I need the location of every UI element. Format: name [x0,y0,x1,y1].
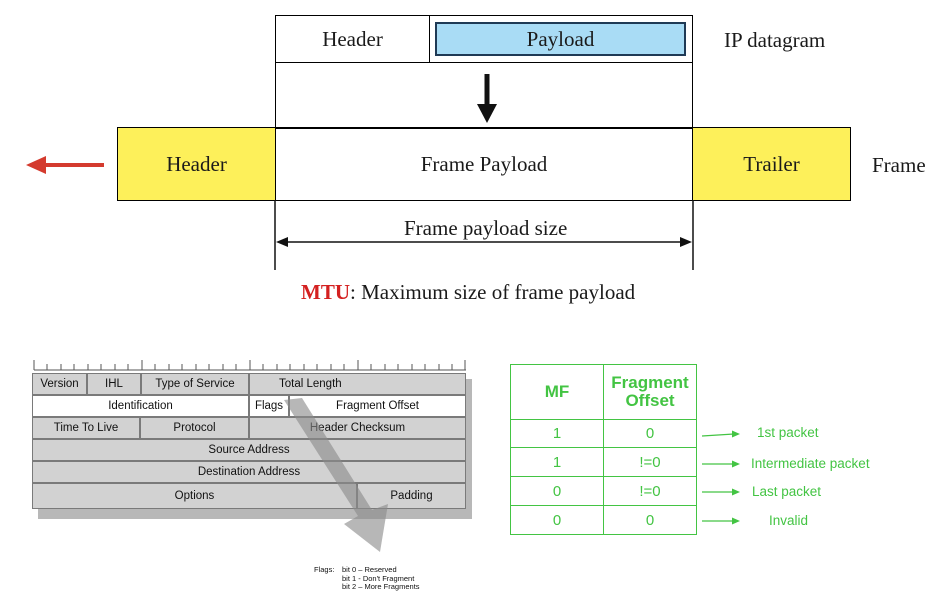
payload-size-label: Frame payload size [404,216,568,240]
fragment-row: 0 0 [510,505,697,535]
field-version: Version [32,373,87,395]
cell-offset: !=0 [603,476,697,506]
field-time-to-live: Time To Live [32,417,140,439]
meaning-label: Intermediate packet [751,456,870,471]
mtu-definition: : Maximum size of frame payload [350,280,636,304]
cell-mf: 1 [510,419,604,448]
cell-offset: 0 [603,419,697,448]
fragment-arrows [701,430,740,525]
frame-trailer: Trailer [692,127,851,201]
ip-row-2: Identification Flags Fragment Offset [32,395,466,417]
fragment-row: 1 0 [510,419,697,448]
flags-note-line: bit 2 – More Fragments [342,582,420,592]
field-fragment-offset: Fragment Offset [289,395,466,417]
mtu-term: MTU [301,280,350,304]
encapsulation-region [275,62,693,129]
flags-callout-arrow [284,398,388,552]
ip-row-1: Version IHL Type of Service Total Length [32,373,466,395]
field-identification: Identification [32,395,249,417]
frame-header: Header [117,127,276,201]
flags-note-line: bit 0 – Reserved [342,565,397,574]
down-arrow-icon [477,74,497,123]
datagram-header: Header [275,15,430,63]
meaning-label: Invalid [769,513,809,528]
fragment-row: 0 !=0 [510,476,697,506]
field-flags: Flags [249,395,289,417]
frame-payload: Frame Payload [275,127,693,201]
field-protocol: Protocol [140,417,249,439]
left-arrow-icon [26,156,104,174]
cell-offset: !=0 [603,447,697,477]
ip-header-table: Version IHL Type of Service Total Length… [32,373,468,518]
meaning-label: Last packet [752,484,822,499]
payload-size-dimension [274,200,694,270]
datagram-payload: Payload [435,22,686,56]
field-padding: Padding [357,483,466,509]
field-destination-address: Destination Address [32,461,466,483]
frame-label: Frame [872,153,926,177]
ip-row-4: Source Address [32,439,466,461]
fragment-row: 1 !=0 [510,447,697,477]
cell-offset: 0 [603,505,697,535]
flags-note-line: bit 1 - Don't Fragment [342,573,415,583]
flags-note: Flags: bit 0 – Reserved bit 1 - Don't Fr… [314,565,420,592]
ip-row-5: Destination Address [32,461,466,483]
mtu-caption: MTU: Maximum size of frame payload [301,280,635,305]
field-total-length: Total Length [249,373,466,395]
cell-mf: 0 [510,505,604,535]
field-type-of-service: Type of Service [141,373,249,395]
cell-mf: 1 [510,447,604,477]
bit-ruler [33,360,466,371]
flags-note-prefix: Flags: [314,565,335,574]
datagram-label: IP datagram [724,28,826,52]
header-mf: MF [510,364,604,420]
field-options: Options [32,483,357,509]
field-ihl: IHL [87,373,141,395]
meaning-label: 1st packet [757,425,819,440]
ip-row-6: Options Padding [32,483,466,509]
ip-row-3: Time To Live Protocol Header Checksum [32,417,466,439]
field-source-address: Source Address [32,439,466,461]
cell-mf: 0 [510,476,604,506]
